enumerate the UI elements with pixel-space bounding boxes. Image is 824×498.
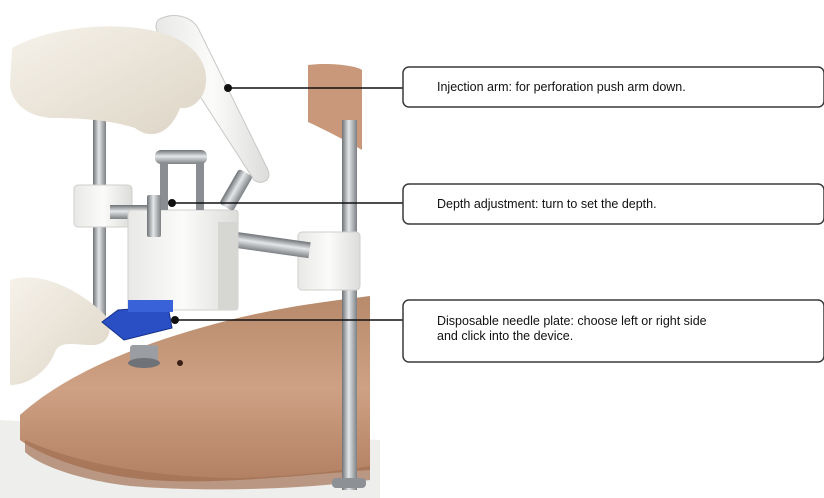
callout-line: Injection arm: for perforation push arm …: [437, 80, 686, 95]
callout-line: and click into the device.: [437, 329, 707, 344]
needle-foot-base: [128, 358, 160, 368]
needle-plate-holder: [128, 300, 173, 312]
rod-right: [342, 120, 357, 490]
depth-knob-top: [155, 150, 207, 164]
callout-text-depth-adjustment: Depth adjustment: turn to set the depth.: [437, 197, 657, 212]
callout-text-needle-plate: Disposable needle plate: choose left or …: [437, 314, 707, 344]
device-body-side: [218, 222, 238, 310]
puncture-mark: [177, 360, 183, 366]
depth-screw: [147, 195, 161, 237]
callout-line: Disposable needle plate: choose left or …: [437, 314, 707, 329]
depth-spring-left: [160, 162, 168, 210]
clamp-right: [298, 232, 360, 290]
callout-text-injection-arm: Injection arm: for perforation push arm …: [437, 80, 686, 95]
rod-right-foot: [332, 478, 366, 488]
callout-line: Depth adjustment: turn to set the depth.: [437, 197, 657, 212]
